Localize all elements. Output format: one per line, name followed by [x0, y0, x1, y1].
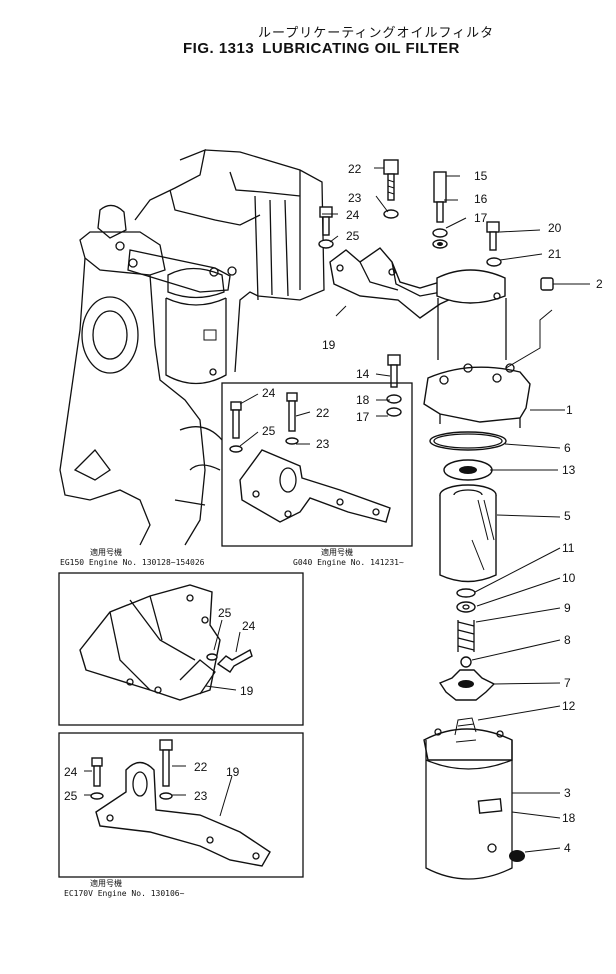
drain-plug-4: [509, 850, 525, 862]
callout-5: 5: [564, 509, 571, 523]
washer-11: [456, 588, 476, 598]
callout-22: 22: [348, 162, 362, 176]
inset-g040-callout-24: 24: [262, 386, 276, 400]
callout-1: 1: [566, 403, 573, 417]
leader-lines: [322, 167, 590, 853]
filter-head-top: [436, 269, 507, 360]
inset-ec170v: 24 22 19 25 23: [58, 732, 304, 878]
callout-9: 9: [564, 601, 571, 615]
plug-2: [540, 277, 554, 291]
washer-17-mid: [386, 407, 402, 417]
callout-19: 19: [322, 338, 336, 352]
applicability-eg150: EG150 Engine No. 130128~154026: [60, 558, 205, 567]
filter-head-1: [423, 363, 531, 428]
engine-block-drawing: [59, 148, 325, 546]
callout-8: 8: [564, 633, 571, 647]
inset-eg150-callout-24: 24: [242, 619, 256, 633]
callout-20: 20: [548, 221, 562, 235]
callout-7: 7: [564, 676, 571, 690]
inset-ec170v-callout-24: 24: [64, 765, 78, 779]
applicability-g040: G040 Engine No. 141231~: [293, 558, 404, 567]
washer-18-mid: [386, 394, 402, 404]
o-ring-6: [429, 431, 507, 451]
applicability-ec170v-jp: 適用号機: [90, 878, 122, 888]
applicability-g040-jp: 適用号機: [321, 547, 353, 557]
callout-2: 2: [596, 277, 603, 291]
figure-title-text: LUBRICATING OIL FILTER: [262, 40, 460, 57]
washer-16: [432, 228, 448, 238]
callout-3: 3: [564, 786, 571, 800]
washer-21: [486, 257, 502, 267]
inset-eg150-callout-25: 25: [218, 606, 232, 620]
callout-18: 18: [356, 393, 370, 407]
inset-eg150: 25 24 19: [58, 572, 304, 726]
inset-ec170v-callout-23: 23: [194, 789, 208, 803]
inset-ec170v-callout-25: 25: [64, 789, 78, 803]
figure-number: FIG. 1313: [183, 40, 255, 57]
bolt-14: [387, 354, 401, 388]
filter-element-5: [439, 484, 497, 583]
callout-18b: 18: [562, 811, 576, 825]
main-callouts: 22 15 23 16 24 17 20 25 21 2 19 14 18 1 …: [322, 162, 603, 855]
inset-ec170v-callout-22: 22: [194, 760, 208, 774]
callout-16: 16: [474, 192, 488, 206]
inset-g040-callout-25: 25: [262, 424, 276, 438]
callout-25: 25: [346, 229, 360, 243]
callout-23: 23: [348, 191, 362, 205]
callout-17: 17: [474, 211, 488, 225]
inset-ec170v-callout-19: 19: [226, 765, 240, 779]
callout-24: 24: [346, 208, 360, 222]
element-holder-7: [438, 669, 496, 701]
inset-eg150-callout-19: 19: [240, 684, 254, 698]
callout-10: 10: [562, 571, 576, 585]
callout-14: 14: [356, 367, 370, 381]
spring-9: [457, 620, 475, 652]
washer-10: [456, 601, 476, 613]
callout-13: 13: [562, 463, 576, 477]
bolt-22: [383, 159, 399, 201]
inset-g040-callout-22: 22: [316, 406, 330, 420]
bolt-15: [433, 171, 447, 223]
washer-25: [318, 239, 334, 249]
washer-23: [383, 209, 399, 219]
figure-title: FIG. 1313 LUBRICATING OIL FILTER: [183, 40, 468, 57]
callout-11: 11: [562, 541, 575, 555]
callout-17b: 17: [356, 410, 370, 424]
washer-17-top: [432, 239, 448, 249]
bolt-24: [319, 206, 333, 236]
callout-12: 12: [562, 699, 576, 713]
inset-g040: 24 22 25 23: [221, 382, 413, 547]
seal-13: [443, 459, 493, 481]
filter-case-3: [423, 717, 513, 880]
applicability-eg150-jp: 適用号機: [90, 547, 122, 557]
callout-21: 21: [548, 247, 562, 261]
valve-8: [460, 656, 472, 668]
bolt-20: [486, 221, 500, 251]
callout-6: 6: [564, 441, 571, 455]
callout-15: 15: [474, 169, 488, 183]
inset-g040-callout-23: 23: [316, 437, 330, 451]
title-japanese: ループリケーティングオイルフィルタ: [258, 26, 495, 41]
callout-4: 4: [564, 841, 571, 855]
applicability-ec170v: EC170V Engine No. 130106~: [64, 889, 185, 898]
